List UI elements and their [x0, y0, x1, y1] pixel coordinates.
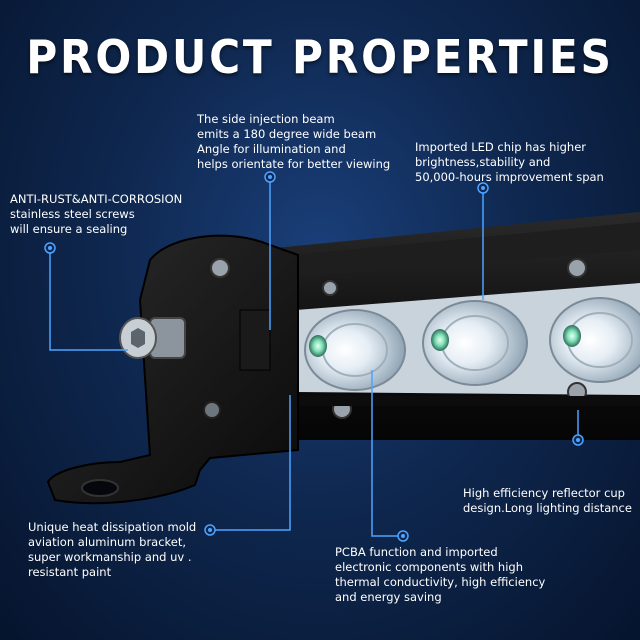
steel-bolt: [119, 317, 186, 359]
callout-reflector: High efficiency reflector cup design.Lon…: [463, 486, 632, 515]
callout-screws: ANTI-RUST&ANTI-CORROSION stainless steel…: [10, 192, 183, 236]
callout-bracket: Unique heat dissipation mold aviation al…: [28, 520, 197, 579]
mounting-bracket: [46, 234, 299, 505]
callout-pcba: PCBA function and imported electronic co…: [335, 545, 546, 604]
callout-beam: The side injection beam emits a 180 degr…: [197, 112, 391, 171]
page-title: PRODUCT PROPERTIES: [26, 30, 614, 84]
led-lens-row: [304, 297, 640, 391]
callout-lines: [49, 177, 579, 537]
light-bar: [255, 212, 640, 440]
callout-led-chip: Imported LED chip has higher brightness,…: [415, 140, 604, 184]
